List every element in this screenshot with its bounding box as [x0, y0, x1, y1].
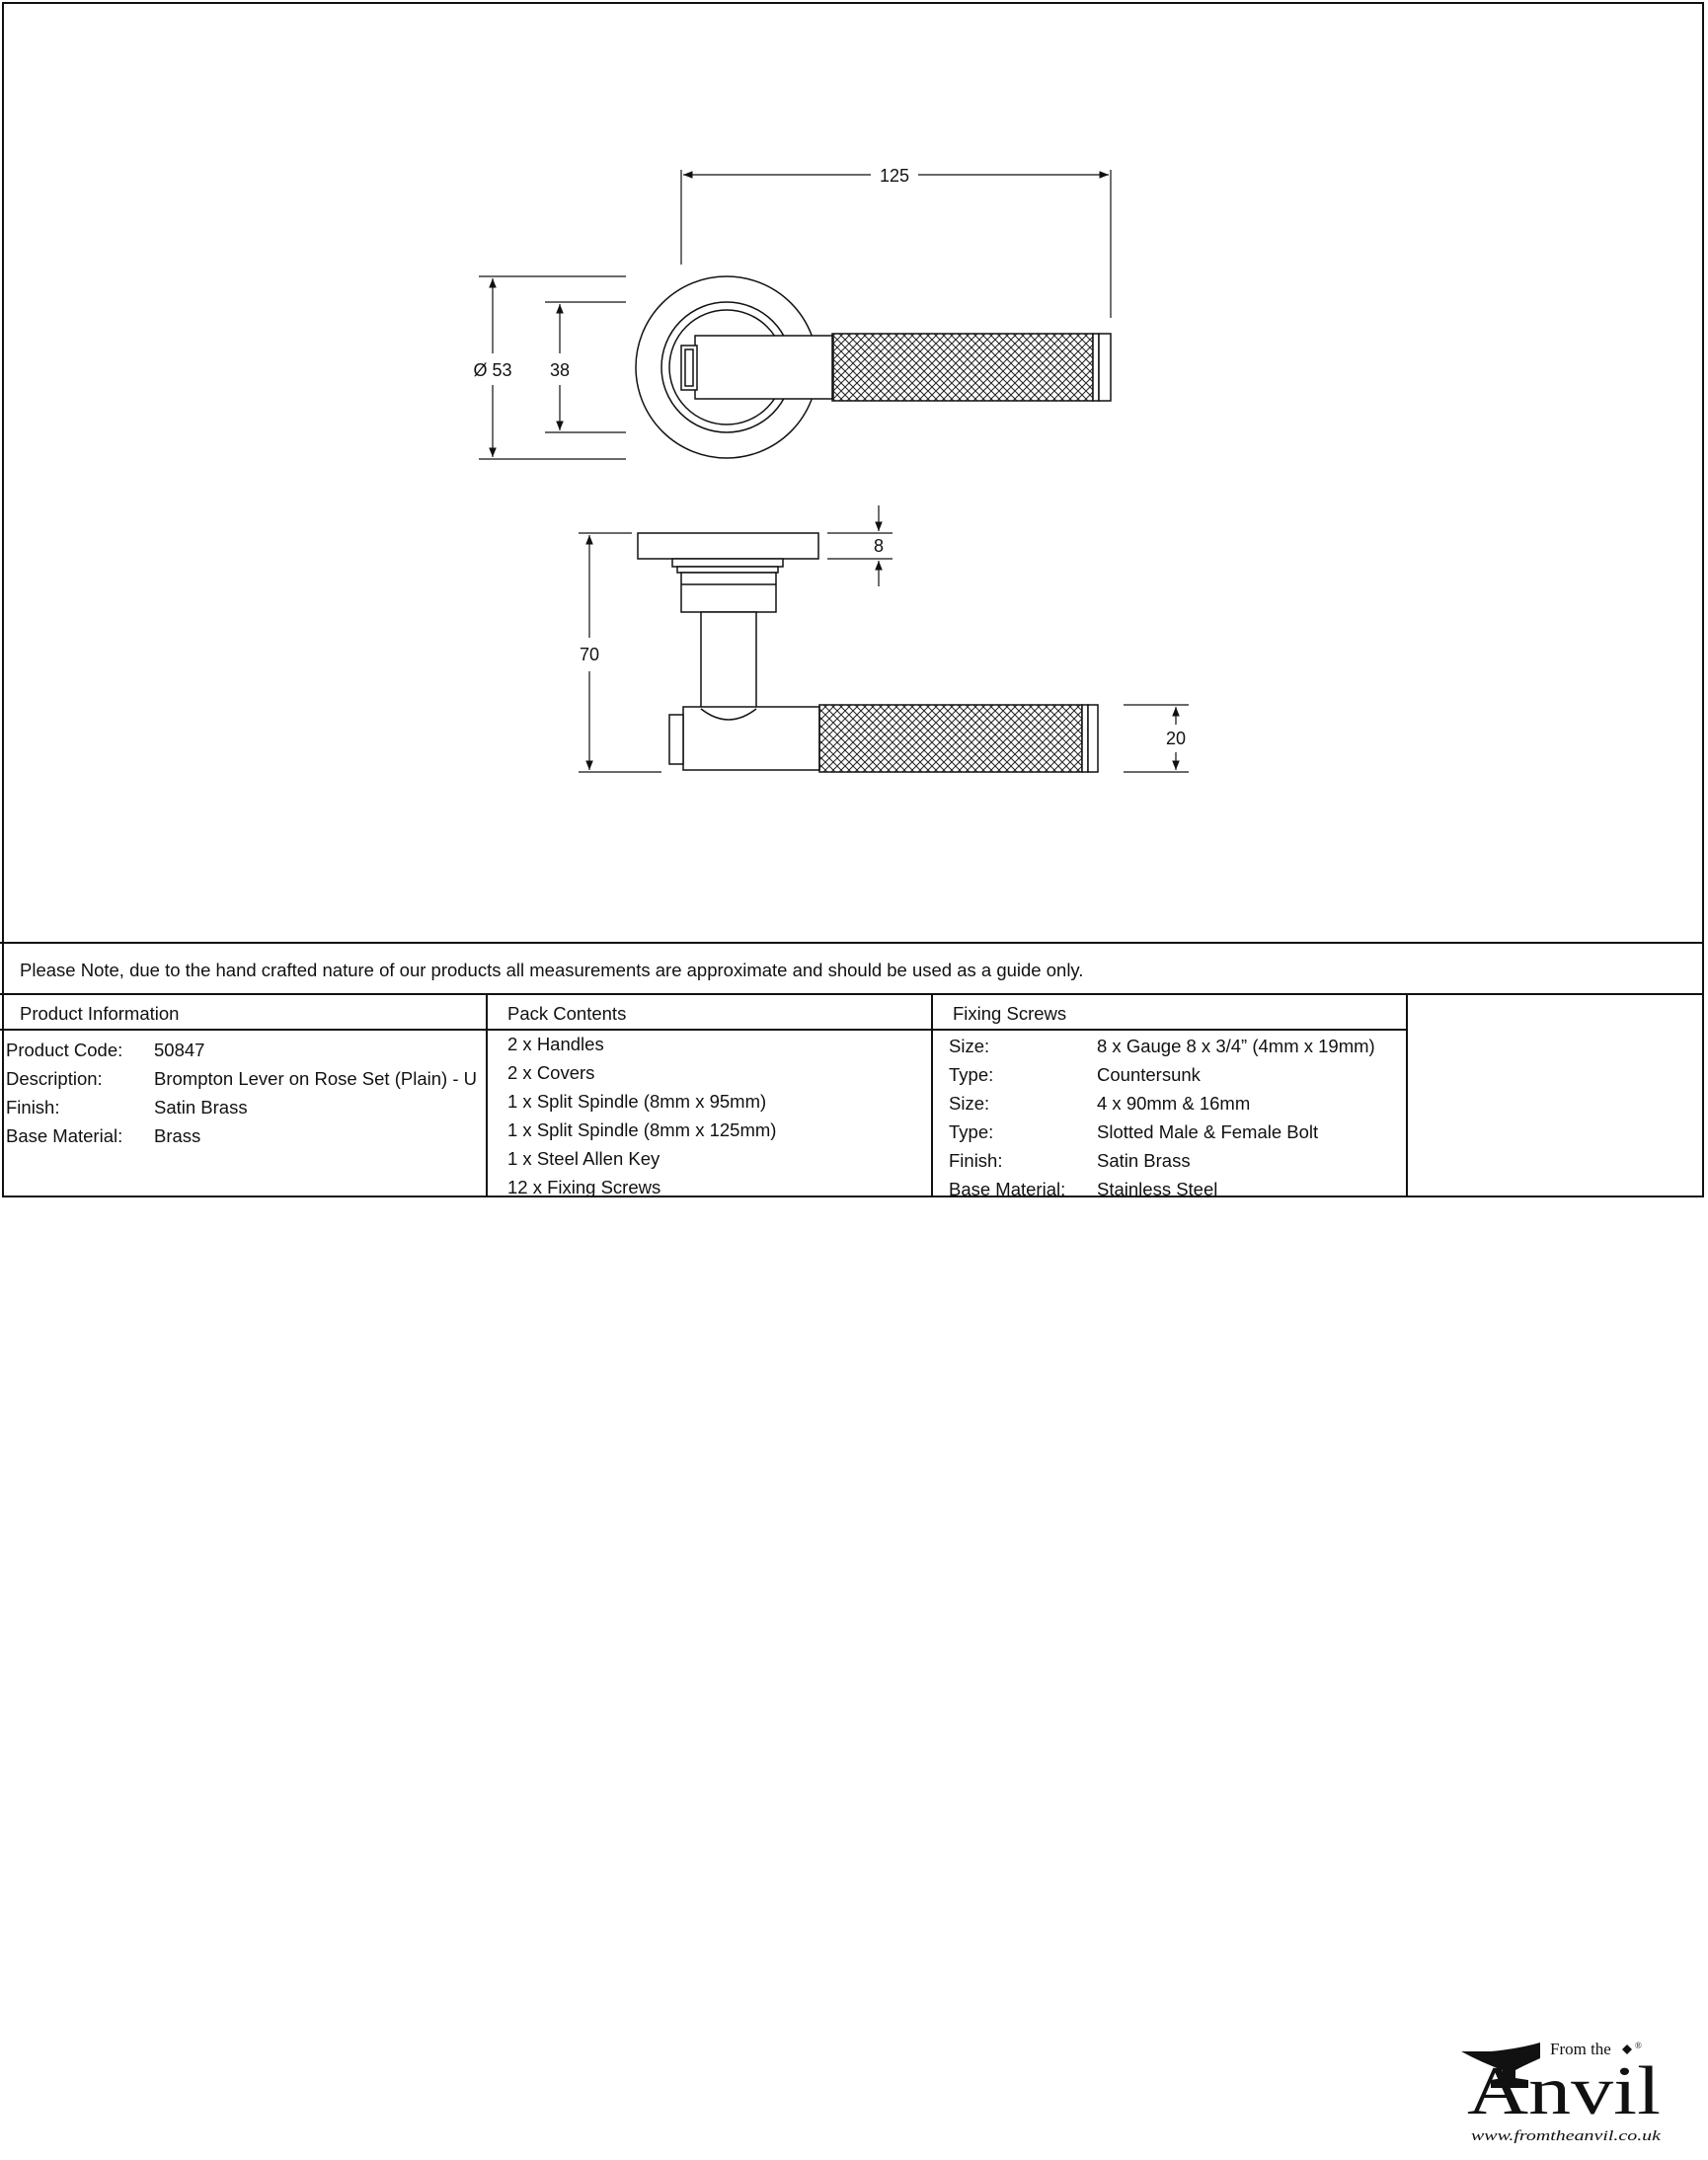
shaft — [700, 611, 757, 712]
lever-stub-inner — [684, 348, 694, 387]
lever-neck — [694, 335, 834, 400]
lever-body — [682, 706, 820, 771]
knurled-grip — [818, 704, 1083, 773]
list-item: 1 x Steel Allen Key — [488, 1145, 931, 1174]
list-item-text: 1 x Steel Allen Key — [507, 1148, 660, 1169]
row-value: 50847 — [154, 1040, 205, 1060]
grip-end-cap — [1081, 704, 1089, 773]
row-value: Satin Brass — [154, 1097, 248, 1118]
base-material-row: Base Material: Brass — [0, 1120, 486, 1149]
list-item: 1 x Split Spindle (8mm x 125mm) — [488, 1117, 931, 1145]
product-information-rows: Product Code: 50847 Description: Brompto… — [0, 1035, 486, 1149]
fixing-screws-rows: Size: 8 x Gauge 8 x 3/4” (4mm x 19mm) Ty… — [933, 1031, 1406, 1202]
description-row: Description: Brompton Lever on Rose Set … — [0, 1063, 486, 1092]
front-view — [635, 275, 1112, 459]
product-information-column: Product Information Product Code: 50847 … — [0, 995, 488, 1197]
screw-material-row: Base Material: Stainless Steel — [933, 1174, 1406, 1202]
row-value: Slotted Male & Female Bolt — [1097, 1121, 1319, 1142]
screw-size-row: Size: 8 x Gauge 8 x 3/4” (4mm x 19mm) — [933, 1031, 1406, 1059]
list-item-text: 12 x Fixing Screws — [507, 1177, 661, 1197]
row-value: 4 x 90mm & 16mm — [1097, 1093, 1251, 1114]
registered-mark: ® — [1635, 2041, 1642, 2050]
row-label: Size: — [949, 1036, 990, 1056]
drawing-sheet — [2, 2, 1704, 1197]
pack-contents-list: 2 x Handles 2 x Covers 1 x Split Spindle… — [488, 1031, 931, 1202]
list-item: 2 x Covers — [488, 1059, 931, 1088]
technical-drawing: 125 Ø 53 38 8 70 20 — [473, 166, 1189, 773]
grip-end-cap-outer — [1087, 704, 1099, 773]
rose-plate — [637, 532, 819, 560]
row-value: Countersunk — [1097, 1064, 1201, 1085]
collar — [680, 572, 777, 613]
pack-contents-heading: Pack Contents — [507, 1003, 627, 1024]
list-item-text: 1 x Split Spindle (8mm x 95mm) — [507, 1091, 767, 1112]
bolt-size-row: Size: 4 x 90mm & 16mm — [933, 1088, 1406, 1117]
finish-row: Finish: Satin Brass — [0, 1092, 486, 1120]
lever-stub — [668, 714, 684, 765]
dim-rose-thickness: 8 — [874, 536, 884, 556]
dim-grip-diameter: 20 — [1166, 729, 1186, 748]
rose-step — [671, 558, 784, 568]
product-code-row: Product Code: 50847 — [0, 1035, 486, 1063]
list-item-text: 1 x Split Spindle (8mm x 125mm) — [507, 1119, 777, 1140]
grip-end-cap — [1092, 333, 1100, 402]
dim-rose-diameter: Ø 53 — [473, 360, 511, 380]
list-item: 12 x Fixing Screws — [488, 1174, 931, 1202]
fixing-screws-column: Fixing Screws Size: 8 x Gauge 8 x 3/4” (… — [933, 995, 1408, 1199]
grip-end-cap-outer — [1098, 333, 1112, 402]
list-item-text: 2 x Covers — [507, 1062, 595, 1083]
row-label: Product Code: — [6, 1040, 123, 1060]
side-dimensions — [579, 505, 1189, 773]
row-value: 8 x Gauge 8 x 3/4” (4mm x 19mm) — [1097, 1036, 1375, 1056]
side-view — [637, 532, 1099, 773]
row-value: Brompton Lever on Rose Set (Plain) - U — [154, 1068, 477, 1089]
spec-table: Product Information Product Code: 50847 … — [0, 993, 1704, 2144]
pack-contents-column: Pack Contents 2 x Handles 2 x Covers 1 x… — [488, 995, 933, 1197]
screw-type-row: Type: Countersunk — [933, 1059, 1406, 1088]
knurled-grip — [831, 333, 1094, 402]
row-value: Brass — [154, 1125, 201, 1146]
dim-top-width: 125 — [880, 166, 909, 186]
logo-url: www.fromtheanvil.co.uk — [1471, 2128, 1661, 2144]
row-value: Stainless Steel — [1097, 1179, 1218, 1199]
row-label: Size: — [949, 1093, 990, 1114]
screw-finish-row: Finish: Satin Brass — [933, 1145, 1406, 1174]
dim-inner-diameter: 38 — [550, 360, 570, 380]
from-the-anvil-logo: From the ® Anvil www.fromtheanvil.co.uk — [1461, 2040, 1661, 2144]
row-label: Description: — [6, 1068, 103, 1089]
list-item: 2 x Handles — [488, 1031, 931, 1059]
row-label: Finish: — [949, 1150, 1003, 1171]
product-information-header: Product Information — [0, 995, 486, 1031]
disclaimer-text: Please Note, due to the hand crafted nat… — [20, 960, 1084, 980]
pack-contents-header: Pack Contents — [488, 995, 931, 1031]
list-item-text: 2 x Handles — [507, 1034, 604, 1054]
row-label: Finish: — [6, 1097, 60, 1118]
fixing-screws-header: Fixing Screws — [933, 995, 1406, 1031]
dim-projection: 70 — [580, 645, 599, 664]
logo-name: Anvil — [1467, 2053, 1661, 2129]
fixing-screws-heading: Fixing Screws — [953, 1003, 1067, 1024]
list-item: 1 x Split Spindle (8mm x 95mm) — [488, 1088, 931, 1117]
disclaimer-row: Please Note, due to the hand crafted nat… — [0, 942, 1704, 993]
row-label: Type: — [949, 1064, 994, 1085]
rose-step-lower — [676, 566, 779, 574]
bolt-type-row: Type: Slotted Male & Female Bolt — [933, 1117, 1406, 1145]
front-dimensions — [479, 170, 1112, 460]
row-label: Type: — [949, 1121, 994, 1142]
row-label: Base Material: — [6, 1125, 123, 1146]
row-value: Satin Brass — [1097, 1150, 1191, 1171]
row-label: Base Material: — [949, 1179, 1066, 1199]
product-information-heading: Product Information — [20, 1003, 180, 1024]
